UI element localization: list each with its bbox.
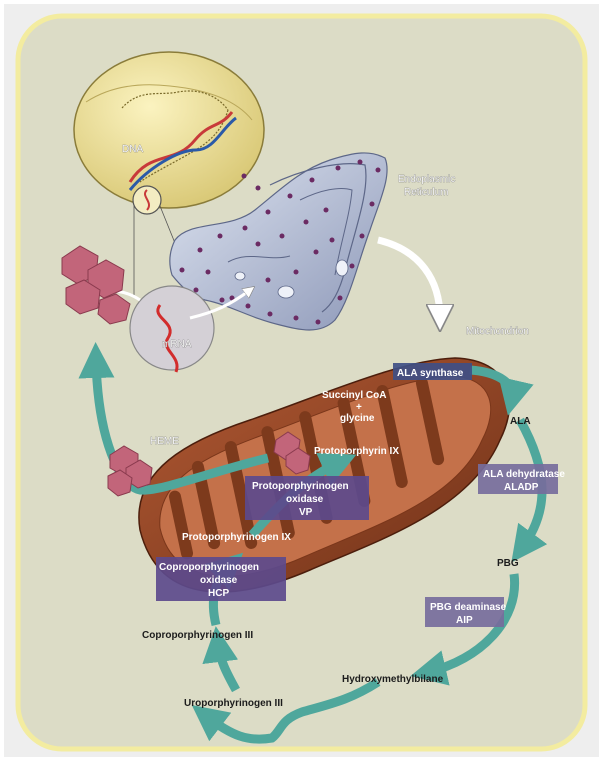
succinyl-label-line2: + [356, 402, 362, 413]
pbg-label: PBG [497, 558, 519, 569]
ppox-label-line2: oxidase [286, 494, 324, 505]
er-label-line2: Reticulum [404, 187, 448, 198]
succinyl-label-line3: glycine [340, 413, 375, 424]
mitochondrion-label: Mitochondrion [466, 326, 529, 337]
hmb-label: Hydroxymethylbilane [342, 674, 444, 685]
ppox-label-line3: VP [299, 507, 313, 518]
pbg-deaminase-label-line2: AIP [456, 615, 473, 626]
ala-label: ALA [510, 416, 531, 427]
mrna-circle [130, 286, 214, 370]
ala-synthase-label: ALA synthase [397, 368, 464, 379]
ala-dehydratase-label-line1: ALA dehydratase [483, 469, 565, 480]
ppox-label-line1: Protoporphyrinogen [252, 481, 349, 492]
ala-dehydratase-label-line2: ALADP [504, 482, 539, 493]
cpox-label-line1: Coproporphyrinogen [159, 562, 259, 573]
nucleus [74, 52, 264, 208]
succinyl-label-line1: Succinyl CoA [322, 390, 386, 401]
heme-label: HEME [150, 436, 179, 447]
er-label-line1: Endoplasmic [398, 174, 455, 185]
pbg-deaminase-label-line1: PBG deaminase [430, 602, 507, 613]
uro-label: Uroporphyrinogen III [184, 698, 283, 709]
protogen-label: Protoporphyrinogen IX [182, 532, 291, 543]
dna-label: DNA [122, 144, 143, 155]
cpox-label-line2: oxidase [200, 575, 238, 586]
mrna-label: mRNA [162, 339, 192, 350]
copro-label: Coproporphyrinogen III [142, 630, 253, 641]
proto-label: Protoporphyrin IX [314, 446, 399, 457]
cpox-label-line3: HCP [208, 588, 229, 599]
